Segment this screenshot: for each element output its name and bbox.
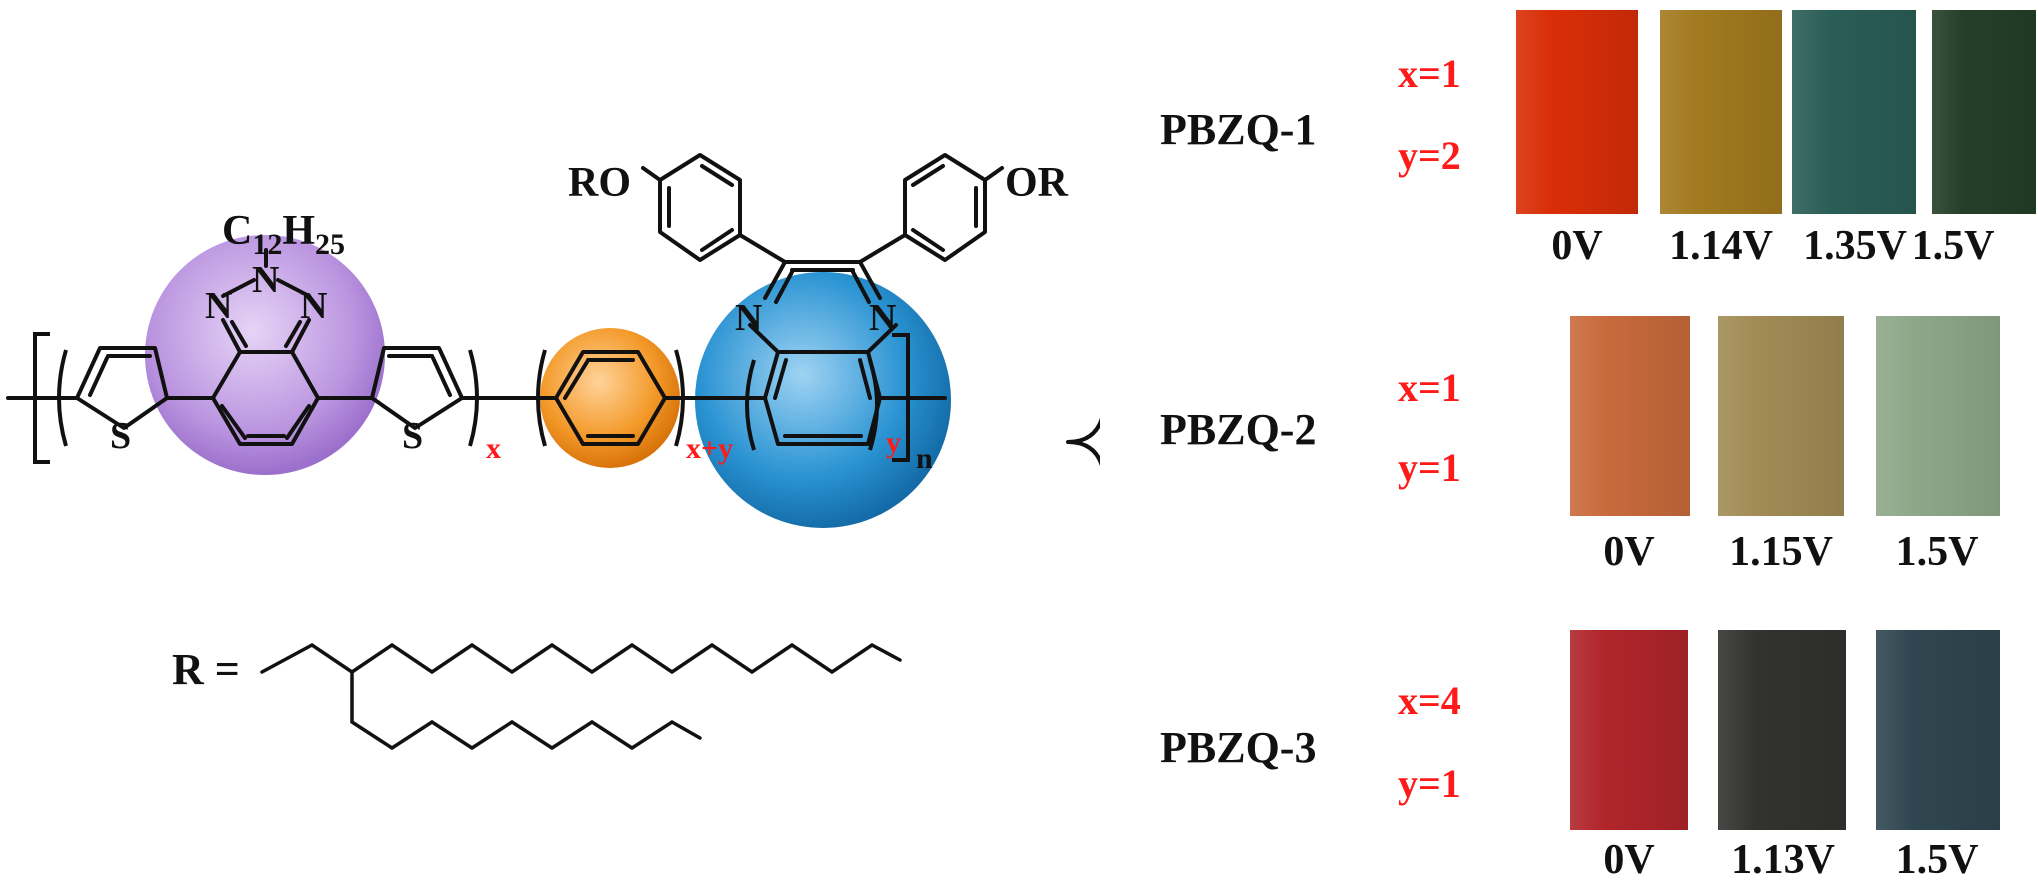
ratio-y-1: y=2 bbox=[1398, 133, 1461, 178]
subscript-x: x bbox=[486, 432, 501, 465]
color-swatch-pbzq1-state2 bbox=[1660, 10, 1782, 214]
nitrogen-right: N bbox=[300, 285, 327, 327]
voltage-label-pbzq1-state3: 1.35V bbox=[1803, 223, 1907, 269]
color-swatch-pbzq2-state3 bbox=[1876, 316, 2000, 516]
nitrogen-quinox-right: N bbox=[869, 297, 896, 339]
ratio-x-1: x=1 bbox=[1398, 51, 1461, 96]
phenylene-highlight bbox=[540, 328, 680, 468]
voltage-label-pbzq1-state1: 0V bbox=[1551, 223, 1603, 269]
polymer-structure-diagram: S S N N N C12H25 N N RO OR x x+y y n R = bbox=[6, 153, 1100, 751]
color-swatch-pbzq3-state2 bbox=[1718, 630, 1846, 830]
subscript-y: y bbox=[886, 426, 901, 459]
voltage-label-pbzq3-state1: 0V bbox=[1603, 837, 1655, 883]
voltage-label-pbzq3-state2: 1.13V bbox=[1731, 837, 1835, 883]
color-swatch-pbzq1-state1 bbox=[1516, 10, 1638, 214]
sulfur-right: S bbox=[402, 415, 423, 457]
voltage-label-pbzq2-state2: 1.15V bbox=[1729, 529, 1833, 575]
voltage-label-pbzq3-state3: 1.5V bbox=[1895, 837, 1979, 883]
voltage-label-pbzq2-state3: 1.5V bbox=[1895, 529, 1979, 575]
polymer-name-3: PBZQ-3 bbox=[1160, 723, 1317, 772]
alkyl-substituent: C12H25 bbox=[222, 208, 345, 261]
ratio-y-3: y=1 bbox=[1398, 761, 1461, 806]
color-swatch-pbzq2-state1 bbox=[1570, 316, 1690, 516]
ratio-x-3: x=4 bbox=[1398, 678, 1461, 723]
nitrogen-quinox-left: N bbox=[735, 297, 762, 339]
voltage-label-pbzq2-state1: 0V bbox=[1603, 529, 1655, 575]
color-swatch-pbzq3-state3 bbox=[1876, 630, 2000, 830]
voltage-label-pbzq1-state2: 1.14V bbox=[1669, 223, 1773, 269]
r-group-skeleton bbox=[260, 642, 902, 751]
alkoxy-right: OR bbox=[1005, 160, 1069, 206]
paren-y-left bbox=[745, 359, 756, 451]
color-swatch-pbzq2-state2 bbox=[1718, 316, 1844, 516]
grouping-brace bbox=[1066, 417, 1100, 467]
ratio-y-2: y=1 bbox=[1398, 445, 1461, 490]
subscript-x-plus-y: x+y bbox=[686, 432, 733, 465]
benzotriazole-highlight bbox=[145, 235, 385, 475]
polymer-name-1: PBZQ-1 bbox=[1160, 105, 1317, 154]
subscript-n: n bbox=[916, 442, 933, 475]
color-swatch-pbzq1-state3 bbox=[1792, 10, 1916, 214]
color-swatch-pbzq1-state4 bbox=[1932, 10, 2036, 214]
r-group-label: R = bbox=[172, 645, 240, 694]
nitrogen-left: N bbox=[205, 285, 232, 327]
color-swatch-pbzq3-state1 bbox=[1570, 630, 1688, 830]
atom-labels: S S N N N C12H25 N N RO OR x x+y y n bbox=[110, 160, 1069, 475]
backbone-bonds bbox=[6, 153, 1004, 446]
sulfur-left: S bbox=[110, 415, 131, 457]
nitrogen-center: N bbox=[252, 259, 279, 301]
polymer-name-2: PBZQ-2 bbox=[1160, 405, 1317, 454]
voltage-label-pbzq1-state4: 1.5V bbox=[1911, 223, 1995, 269]
alkoxy-left: RO bbox=[568, 160, 631, 206]
ratio-x-2: x=1 bbox=[1398, 365, 1461, 410]
